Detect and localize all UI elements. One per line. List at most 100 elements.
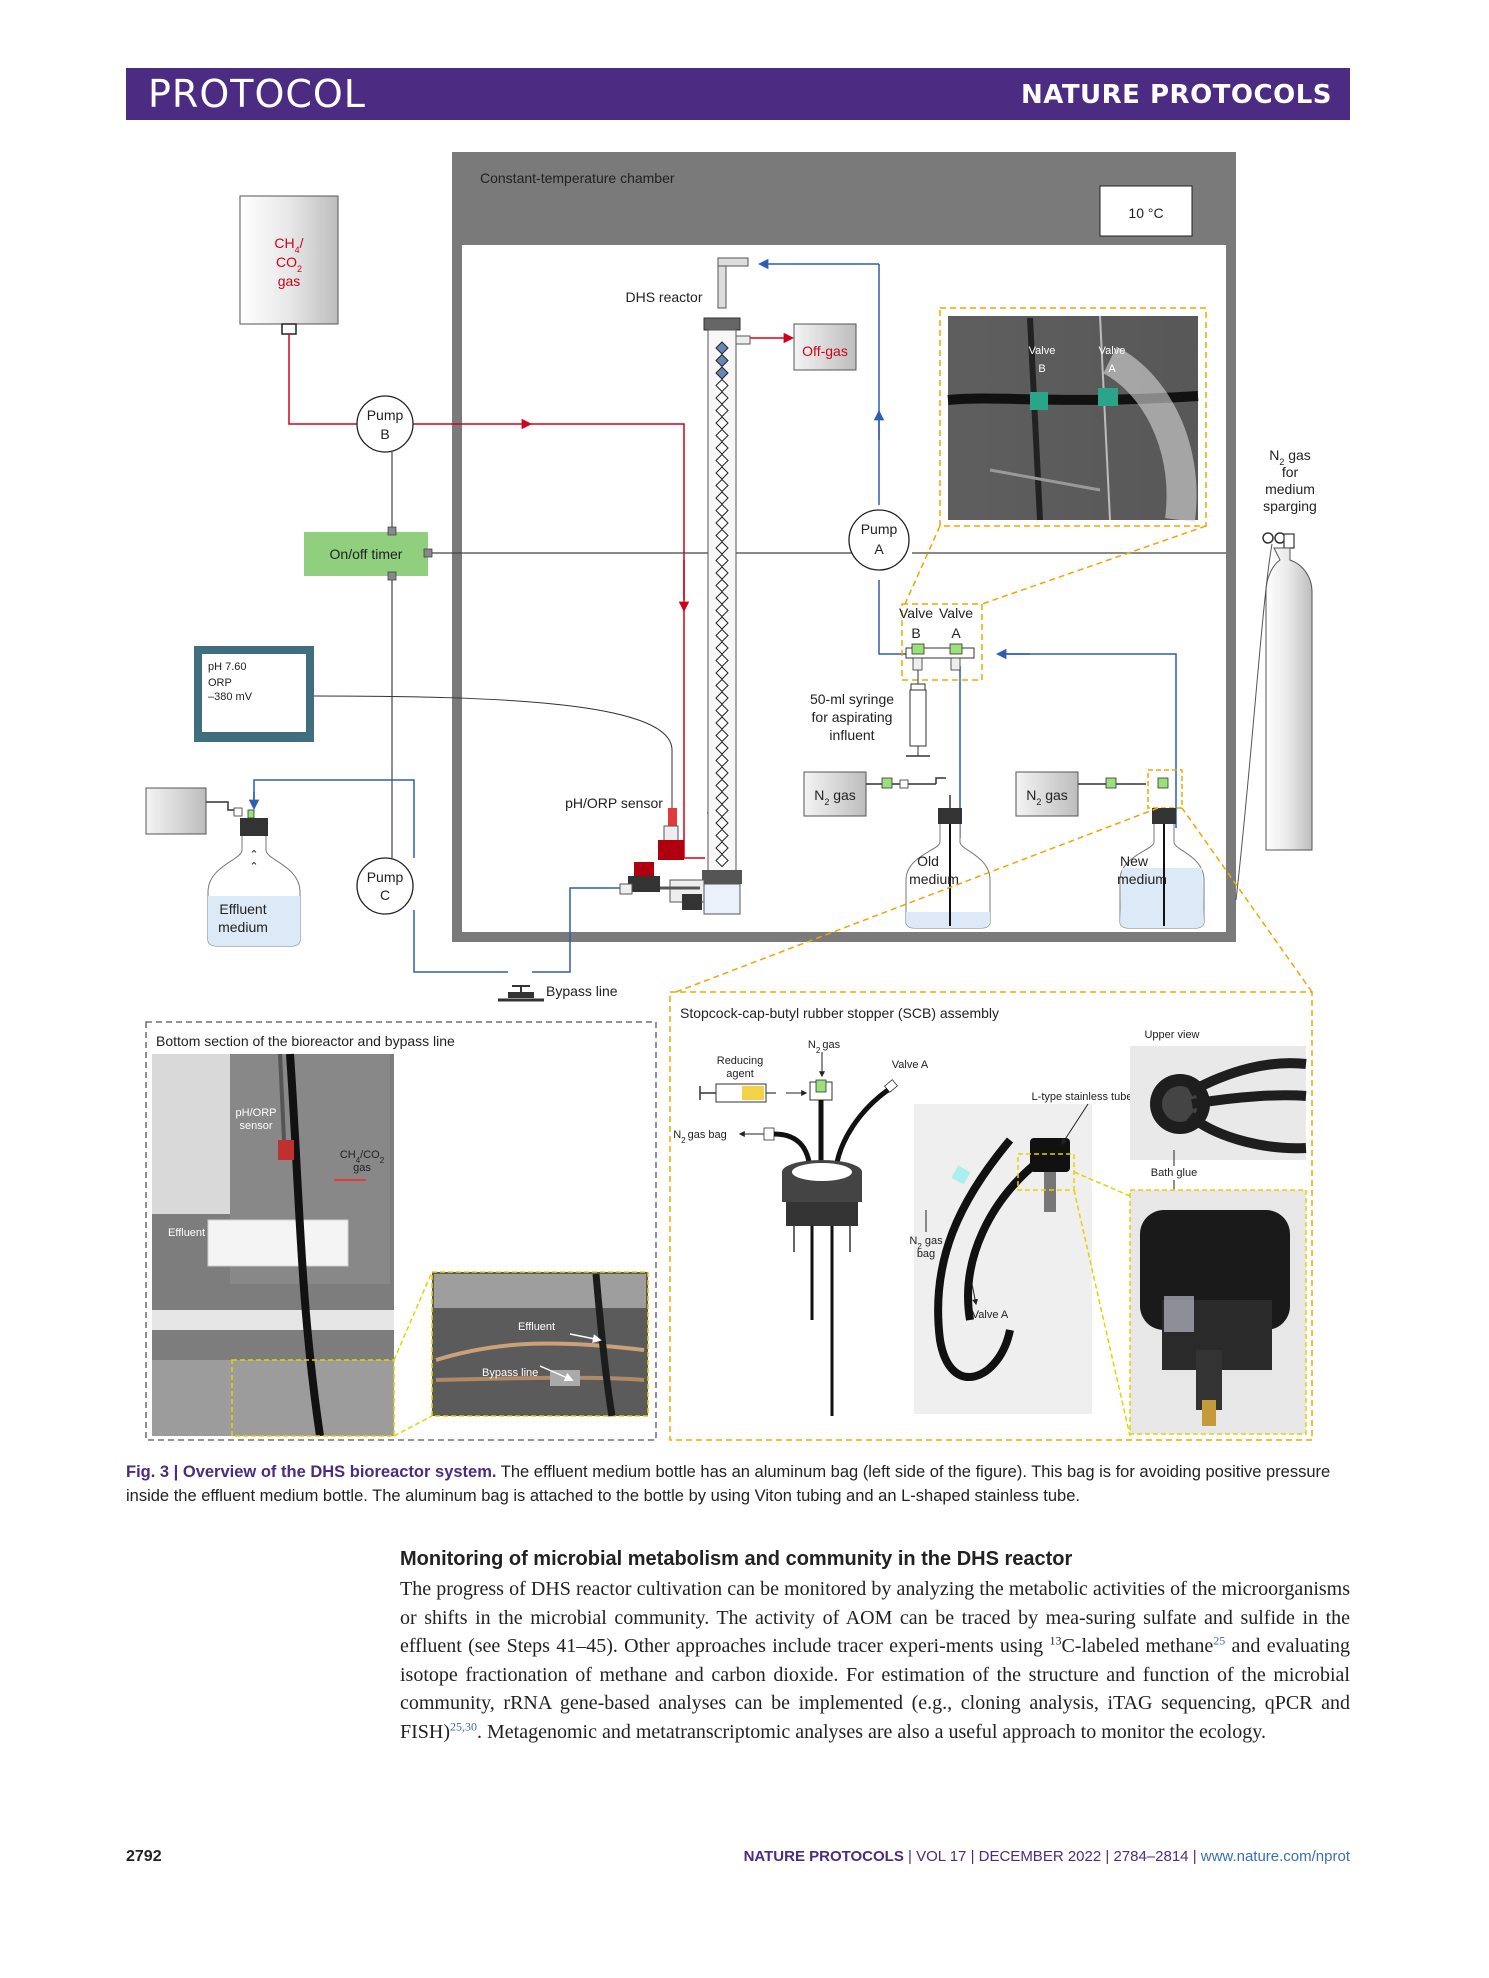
svg-text:for: for — [1282, 464, 1299, 480]
caption-body: The effluent medium bottle has an alumin… — [126, 1463, 1331, 1505]
svg-text:⌃: ⌃ — [249, 861, 258, 873]
svg-text:L-type stainless tube: L-type stainless tube — [1032, 1091, 1133, 1103]
n2-sparging-cylinder: N2 gas for medium sparging — [1235, 447, 1317, 901]
svg-text:Stopcock-cap-butyl rubber stop: Stopcock-cap-butyl rubber stopper (SCB) … — [680, 1005, 999, 1021]
svg-text:On/off timer: On/off timer — [330, 546, 403, 562]
svg-text:Pump: Pump — [861, 521, 898, 537]
svg-text:Valve: Valve — [1099, 345, 1126, 357]
aluminum-bag — [145, 787, 255, 835]
figure-caption: Fig. 3 | Overview of the DHS bioreactor … — [126, 1460, 1350, 1508]
svg-text:Valve: Valve — [939, 605, 973, 621]
svg-text:gas: gas — [278, 273, 301, 289]
ph-orp-sensor: pH/ORP sensor — [565, 795, 705, 910]
svg-text:influent: influent — [829, 727, 874, 743]
temperature-setting: 10 °C — [1128, 205, 1163, 221]
ch4-co2-gas-tank: CH4/ CO2 gas — [239, 195, 339, 335]
journal-name: NATURE PROTOCOLS — [1020, 80, 1332, 110]
bottom-section-panel: Bottom section of the bioreactor and byp… — [145, 1021, 657, 1441]
effluent-line — [248, 779, 620, 973]
citation-link[interactable]: 25 — [1213, 1633, 1226, 1648]
svg-text:C: C — [380, 887, 390, 903]
svg-text:Bypass line: Bypass line — [482, 1367, 538, 1379]
syringe: 50-ml syringe for aspirating influent — [810, 670, 930, 757]
page-number: 2792 — [126, 1848, 162, 1865]
pump-c: Pump C — [356, 857, 414, 915]
svg-text:Bath glue: Bath glue — [1151, 1167, 1197, 1179]
dhs-reactor: DHS reactor — [625, 257, 751, 915]
svg-text:gas: gas — [353, 1162, 371, 1174]
svg-text:Old: Old — [917, 853, 939, 869]
section-paragraph: The progress of DHS reactor cultivation … — [400, 1578, 1350, 1743]
svg-text:ORP: ORP — [208, 677, 232, 689]
header-bar: PROTOCOL NATURE PROTOCOLS — [126, 68, 1350, 120]
svg-text:medium: medium — [909, 871, 959, 887]
svg-text:Upper view: Upper view — [1144, 1029, 1199, 1041]
chamber-label: Constant-temperature chamber — [480, 170, 675, 186]
svg-text:Bypass line: Bypass line — [546, 983, 618, 999]
svg-text:Valve A: Valve A — [892, 1059, 929, 1071]
svg-text:Effluent: Effluent — [518, 1321, 555, 1333]
new-medium-bottle: New medium — [1117, 769, 1205, 929]
svg-text:A: A — [874, 541, 884, 557]
valve-assembly: Valve B Valve A — [899, 603, 983, 681]
bypass-valve: Bypass line — [498, 983, 618, 1002]
svg-text:medium: medium — [1265, 481, 1315, 497]
svg-text:Valve A: Valve A — [972, 1309, 1009, 1321]
svg-text:B: B — [380, 426, 389, 442]
svg-text:A: A — [1108, 363, 1116, 375]
svg-text:Pump: Pump — [367, 407, 404, 423]
svg-text:N2 gas: N2 gas — [1026, 787, 1068, 807]
svg-text:–380 mV: –380 mV — [208, 691, 253, 703]
svg-text:for aspirating: for aspirating — [812, 709, 893, 725]
svg-text:Off-gas: Off-gas — [802, 343, 848, 359]
svg-text:50-ml syringe: 50-ml syringe — [810, 691, 894, 707]
svg-text:sparging: sparging — [1263, 498, 1317, 514]
svg-text:N2 gas: N2 gas — [1269, 447, 1311, 467]
svg-text:bag: bag — [917, 1248, 935, 1260]
pump-b: Pump B — [356, 395, 414, 453]
svg-text:Effluent: Effluent — [219, 901, 266, 917]
svg-text:Valve: Valve — [1029, 345, 1056, 357]
citation-link[interactable]: 25,30 — [450, 1718, 478, 1733]
valve-photo-callout: Valve B Valve A — [904, 307, 1207, 605]
svg-text:N2 gas: N2 gas — [909, 1235, 943, 1251]
pump-a: Pump A — [848, 509, 910, 571]
svg-text:A: A — [951, 625, 961, 641]
svg-text:medium: medium — [1117, 871, 1167, 887]
svg-text:N2 gas: N2 gas — [814, 787, 856, 807]
n2-gas-bag-left: N2 gas — [803, 771, 946, 817]
journal-url-link[interactable]: www.nature.com/nprot — [1200, 1848, 1350, 1865]
svg-text:Effluent: Effluent — [168, 1227, 205, 1239]
svg-text:sensor: sensor — [239, 1120, 272, 1132]
svg-text:New: New — [1120, 853, 1149, 869]
svg-text:⌃: ⌃ — [249, 849, 258, 861]
section-heading: Monitoring of microbial metabolism and c… — [400, 1548, 1073, 1570]
sponge-carriers — [715, 341, 729, 868]
figure-3: Constant-temperature chamber 10 °C CH4/ … — [145, 152, 1317, 1441]
footer-citation: NATURE PROTOCOLS | VOL 17 | DECEMBER 202… — [743, 1848, 1350, 1865]
svg-text:B: B — [1038, 363, 1045, 375]
svg-text:pH/ORP sensor: pH/ORP sensor — [565, 795, 663, 811]
svg-text:Bottom section of the bioreact: Bottom section of the bioreactor and byp… — [156, 1033, 455, 1049]
on-off-timer: On/off timer — [304, 526, 433, 581]
svg-text:pH 7.60: pH 7.60 — [208, 661, 247, 673]
svg-text:medium: medium — [218, 919, 268, 935]
effluent-medium-bottle: ⌃ ⌃ Effluent medium — [207, 818, 301, 947]
section-label: PROTOCOL — [148, 72, 366, 116]
svg-text:Valve: Valve — [899, 605, 933, 621]
svg-text:agent: agent — [726, 1068, 754, 1080]
svg-text:CH4/: CH4/ — [274, 235, 303, 255]
svg-text:pH/ORP: pH/ORP — [236, 1107, 277, 1119]
svg-text:CH4/CO2: CH4/CO2 — [340, 1149, 385, 1165]
svg-text:B: B — [911, 625, 920, 641]
svg-text:Pump: Pump — [367, 869, 404, 885]
svg-text:Reducing: Reducing — [717, 1055, 763, 1067]
figure-diagram: Constant-temperature chamber 10 °C CH4/ … — [145, 152, 1317, 1441]
ph-orp-monitor: pH 7.60 ORP –380 mV — [194, 646, 673, 856]
old-medium-bottle: Old medium — [905, 795, 991, 929]
svg-text:CO2: CO2 — [276, 254, 302, 274]
caption-title: Fig. 3 | Overview of the DHS bioreactor … — [126, 1463, 497, 1481]
sponge-carrier — [715, 853, 729, 868]
